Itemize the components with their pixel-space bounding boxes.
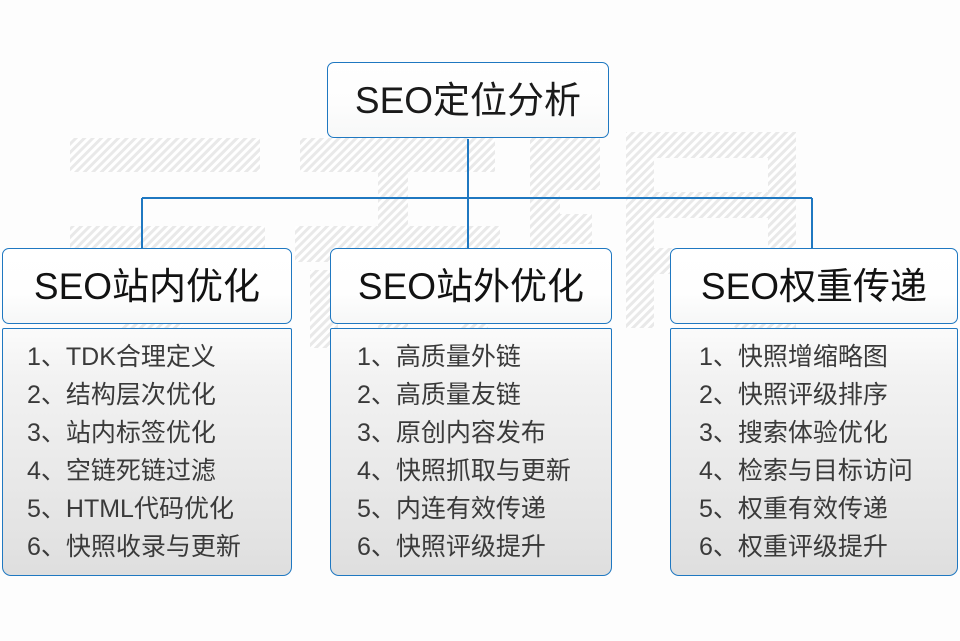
item-label: 快照增缩略图	[737, 343, 888, 371]
item-label: 站内标签优化	[65, 419, 216, 447]
item-number: 2、	[357, 381, 396, 409]
item-number: 5、	[357, 495, 396, 523]
item-number: 5、	[27, 495, 66, 523]
branch-header-title-2: SEO站外优化	[357, 265, 585, 307]
list-item[interactable]: 4、 快照抓取与更新	[331, 459, 611, 497]
item-number: 3、	[357, 419, 396, 447]
branch-body-2: 1、 高质量外链 2、 高质量友链 3、 原创内容发布 4、 快照抓取与更新 5…	[330, 328, 612, 576]
item-number: 6、	[27, 533, 66, 561]
list-item[interactable]: 1、 高质量外链	[331, 345, 611, 383]
item-label: 快照评级提升	[395, 533, 546, 561]
item-label: 检索与目标访问	[737, 457, 913, 485]
branch-header-title-1: SEO站内优化	[33, 265, 261, 307]
list-item[interactable]: 2、 高质量友链	[331, 383, 611, 421]
list-item[interactable]: 1、 快照增缩略图	[671, 345, 957, 383]
branch-header-title-3: SEO权重传递	[700, 265, 928, 307]
root-node-title: SEO定位分析	[354, 79, 582, 121]
root-node[interactable]: SEO定位分析	[327, 62, 609, 138]
list-item[interactable]: 4、 空链死链过滤	[3, 459, 291, 497]
item-label: 空链死链过滤	[65, 457, 216, 485]
item-number: 1、	[27, 343, 66, 371]
item-label: HTML代码优化	[65, 495, 234, 523]
list-item[interactable]: 1、 TDK合理定义	[3, 345, 291, 383]
list-item[interactable]: 6、 权重评级提升	[671, 535, 957, 573]
item-label: 快照抓取与更新	[395, 457, 571, 485]
list-item[interactable]: 5、 权重有效传递	[671, 497, 957, 535]
branch-column-3: SEO权重传递 1、 快照增缩略图 2、 快照评级排序 3、 搜索体验优化 4、	[670, 248, 958, 576]
list-item[interactable]: 5、 内连有效传递	[331, 497, 611, 535]
list-item[interactable]: 3、 搜索体验优化	[671, 421, 957, 459]
item-number: 4、	[27, 457, 66, 485]
item-label: 快照评级排序	[737, 381, 888, 409]
item-list-2: 1、 高质量外链 2、 高质量友链 3、 原创内容发布 4、 快照抓取与更新 5…	[331, 345, 611, 573]
item-number: 1、	[357, 343, 396, 371]
item-label: 高质量外链	[395, 343, 521, 371]
item-number: 4、	[357, 457, 396, 485]
item-label: 权重评级提升	[737, 533, 888, 561]
item-list-3: 1、 快照增缩略图 2、 快照评级排序 3、 搜索体验优化 4、 检索与目标访问…	[671, 345, 957, 573]
branch-body-3: 1、 快照增缩略图 2、 快照评级排序 3、 搜索体验优化 4、 检索与目标访问…	[670, 328, 958, 576]
list-item[interactable]: 6、 快照收录与更新	[3, 535, 291, 573]
item-label: 内连有效传递	[395, 495, 546, 523]
list-item[interactable]: 3、 站内标签优化	[3, 421, 291, 459]
item-label: 原创内容发布	[395, 419, 546, 447]
item-label: 搜索体验优化	[737, 419, 888, 447]
item-label: TDK合理定义	[65, 343, 216, 371]
item-number: 5、	[699, 495, 738, 523]
branch-body-1: 1、 TDK合理定义 2、 结构层次优化 3、 站内标签优化 4、 空链死链过滤…	[2, 328, 292, 576]
list-item[interactable]: 6、 快照评级提升	[331, 535, 611, 573]
item-label: 高质量友链	[395, 381, 521, 409]
item-label: 权重有效传递	[737, 495, 888, 523]
item-number: 2、	[27, 381, 66, 409]
item-number: 3、	[27, 419, 66, 447]
item-number: 3、	[699, 419, 738, 447]
item-list-1: 1、 TDK合理定义 2、 结构层次优化 3、 站内标签优化 4、 空链死链过滤…	[3, 345, 291, 573]
branch-column-1: SEO站内优化 1、 TDK合理定义 2、 结构层次优化 3、 站内标签优化 4…	[2, 248, 292, 576]
list-item[interactable]: 2、 结构层次优化	[3, 383, 291, 421]
item-number: 6、	[357, 533, 396, 561]
branch-header-3[interactable]: SEO权重传递	[670, 248, 958, 324]
item-number: 1、	[699, 343, 738, 371]
item-number: 6、	[699, 533, 738, 561]
item-label: 快照收录与更新	[65, 533, 241, 561]
branch-column-2: SEO站外优化 1、 高质量外链 2、 高质量友链 3、 原创内容发布 4、 快	[330, 248, 612, 576]
item-number: 4、	[699, 457, 738, 485]
branch-header-2[interactable]: SEO站外优化	[330, 248, 612, 324]
list-item[interactable]: 3、 原创内容发布	[331, 421, 611, 459]
list-item[interactable]: 2、 快照评级排序	[671, 383, 957, 421]
branch-header-1[interactable]: SEO站内优化	[2, 248, 292, 324]
item-label: 结构层次优化	[65, 381, 216, 409]
list-item[interactable]: 4、 检索与目标访问	[671, 459, 957, 497]
list-item[interactable]: 5、 HTML代码优化	[3, 497, 291, 535]
item-number: 2、	[699, 381, 738, 409]
